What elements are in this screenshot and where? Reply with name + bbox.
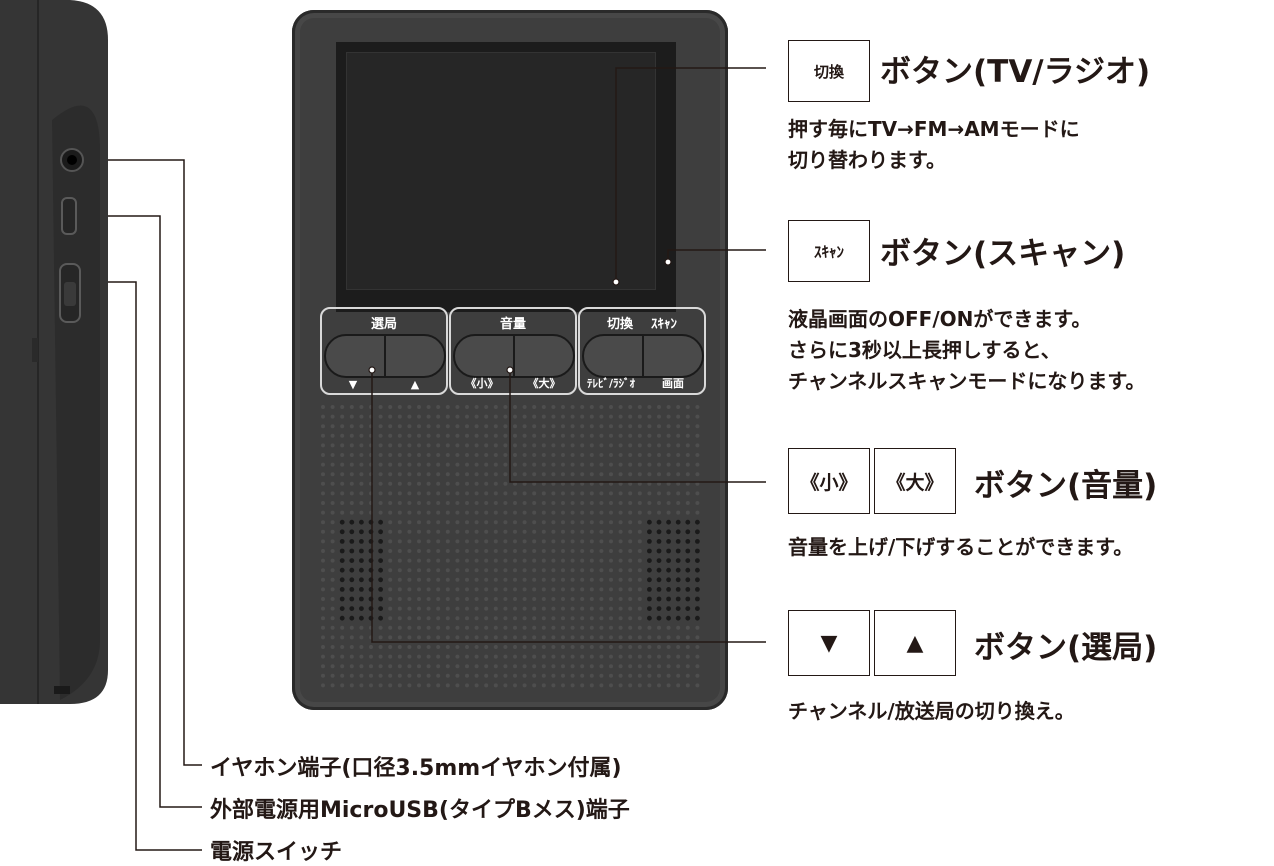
channel-title: ボタン(選局): [974, 630, 1158, 666]
mode-switch-label: ﾃﾚﾋﾞ/ﾗｼﾞｵ: [586, 377, 636, 390]
microusb-port-label: 外部電源用MicroUSB(タイプBメス)端子: [210, 798, 630, 823]
volume-group-title: 音量: [499, 317, 526, 332]
mode-switch-key-icon: 切換: [788, 40, 870, 102]
volume-button-group: 音量 《小》 《大》: [449, 307, 577, 395]
channel-group-title: 選局: [370, 317, 397, 332]
volume-down-label: 《小》: [465, 377, 499, 390]
channel-down-label: ▼: [348, 378, 358, 391]
scan-label: 画面: [662, 377, 684, 390]
scan-title: ボタン(スキャン): [880, 236, 1126, 272]
scan-desc-line2: さらに3秒以上長押しすると、: [788, 338, 1061, 362]
scan-key-icon: ｽｷｬﾝ: [788, 220, 870, 282]
mode-switch-button[interactable]: [582, 334, 644, 378]
volume-down-key-icon: 《小》: [788, 448, 870, 514]
scan-button[interactable]: [642, 334, 704, 378]
channel-down-button[interactable]: [324, 334, 386, 378]
device-front: 選局 ▼ ▲ 音量 《小》 《大》 切換 ｽｷｬﾝ ﾃﾚﾋﾞ/ﾗｼﾞｵ 画面: [292, 10, 728, 710]
channel-up-button[interactable]: [384, 334, 446, 378]
scan-desc-line1: 液晶画面のOFF/ONができます。: [788, 307, 1092, 331]
scan-desc-line3: チャンネルスキャンモードになります。: [788, 369, 1146, 393]
volume-up-label: 《大》: [527, 377, 561, 390]
mode-switch-title: ボタン(TV/ラジオ): [880, 54, 1151, 90]
mode-scan-button-group: 切換 ｽｷｬﾝ ﾃﾚﾋﾞ/ﾗｼﾞｵ 画面: [578, 307, 706, 395]
earphone-jack-label: イヤホン端子(口径3.5mmイヤホン付属): [210, 756, 622, 781]
channel-down-key-icon: ▼: [788, 610, 870, 676]
channel-button-group: 選局 ▼ ▲: [320, 307, 448, 395]
mode-scan-group-title: 切換 ｽｷｬﾝ: [606, 317, 678, 332]
screen-bezel: [336, 42, 676, 312]
device-side-view: [0, 0, 108, 704]
channel-up-key-icon: ▲: [874, 610, 956, 676]
mode-switch-desc-line1: 押す毎にTV→FM→AMモードに: [788, 117, 1080, 141]
channel-up-label: ▲: [410, 378, 420, 391]
lcd-screen: [346, 52, 656, 290]
volume-up-button[interactable]: [513, 334, 575, 378]
mode-switch-desc-line2: 切り替わります。: [788, 148, 946, 172]
volume-desc-line1: 音量を上げ/下げすることができます。: [788, 535, 1134, 559]
power-switch-label: 電源スイッチ: [210, 840, 343, 865]
volume-up-key-icon: 《大》: [874, 448, 956, 514]
volume-title: ボタン(音量): [974, 468, 1158, 504]
channel-desc-line1: チャンネル/放送局の切り換え。: [788, 699, 1075, 723]
speaker-grille: [321, 405, 700, 688]
